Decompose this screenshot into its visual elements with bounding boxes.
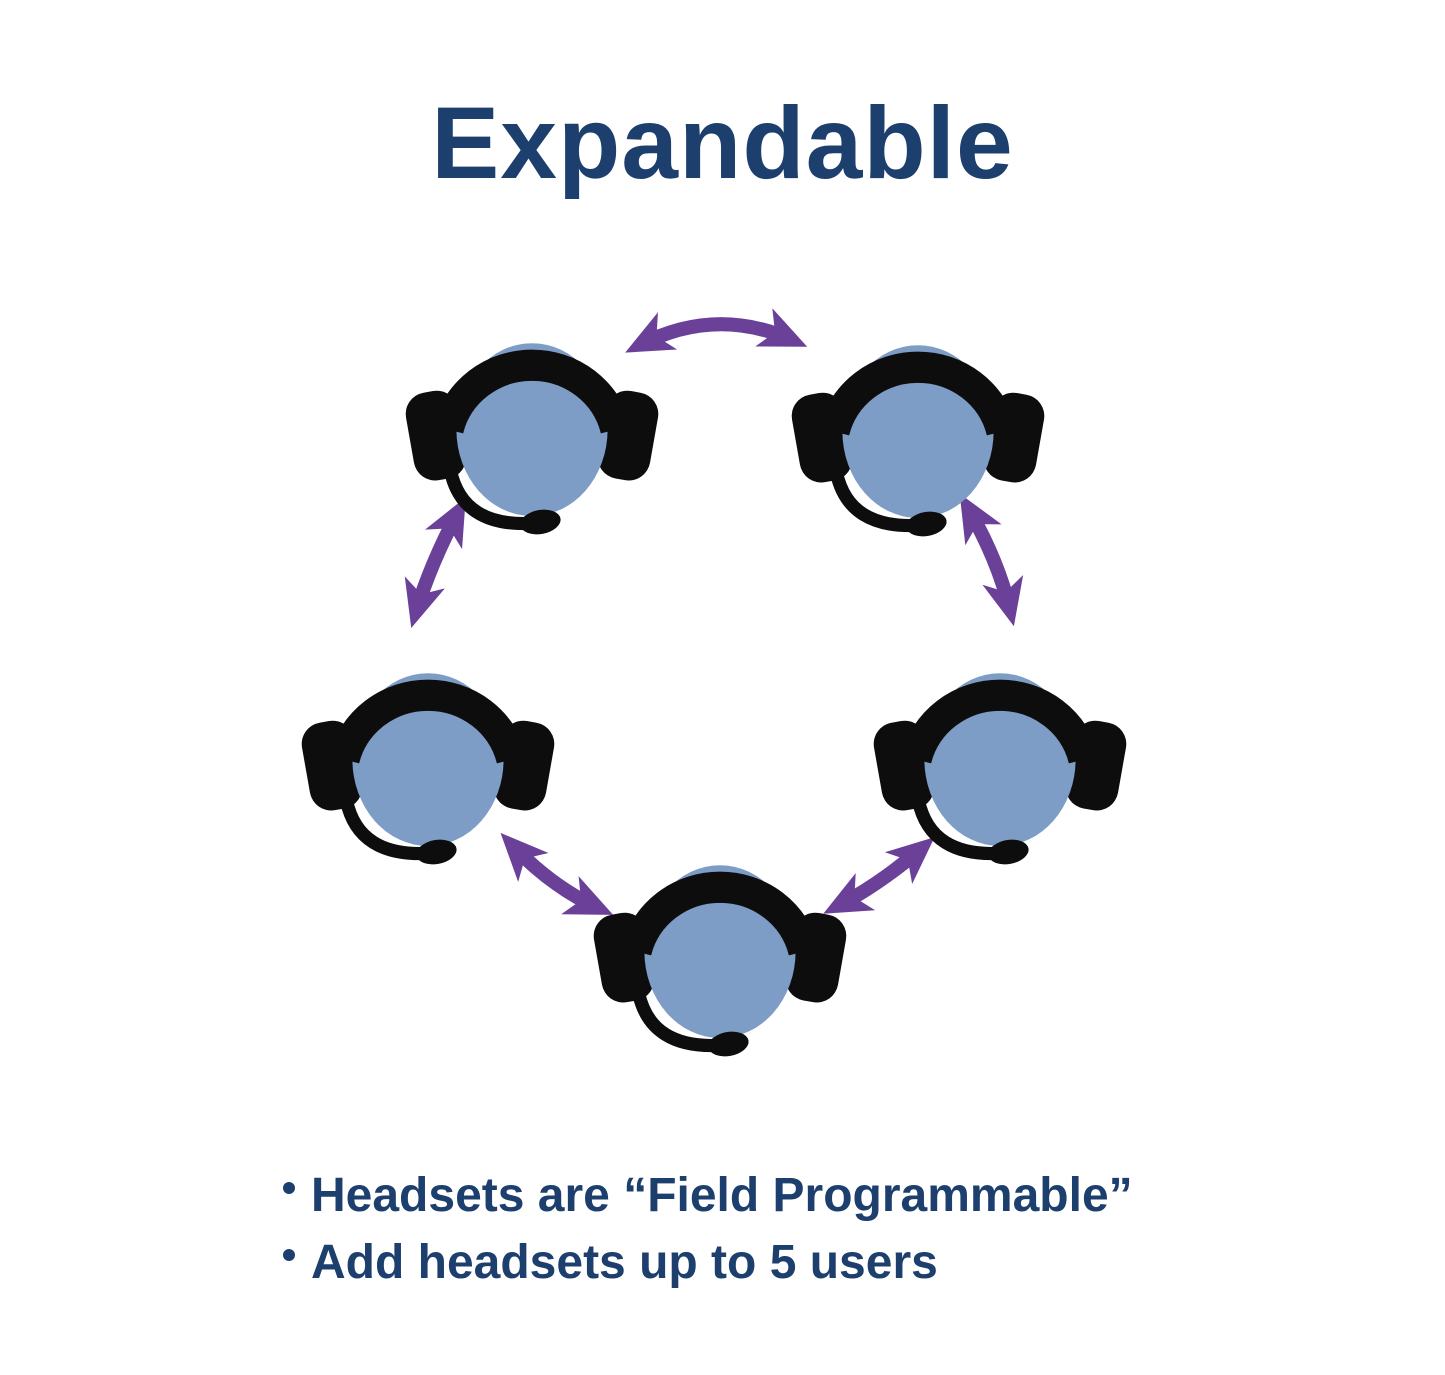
headset-left-icon	[298, 673, 557, 867]
headset-bottom-icon	[590, 865, 849, 1059]
bullet-text: Add headsets up to 5 users	[311, 1236, 938, 1290]
arrow-top-left-top-right-icon	[625, 308, 808, 353]
page-title: Expandable	[431, 86, 1014, 200]
headset-top-right-icon	[788, 345, 1047, 539]
arrow-left-bottom-icon	[500, 832, 614, 915]
bullet-dot-icon	[283, 1249, 295, 1262]
bullet-dot-icon	[283, 1182, 295, 1194]
headset-right-icon	[870, 673, 1129, 867]
headset-top-left-icon	[402, 343, 661, 537]
bullet-list: Headsets are “Field Programmable” Add he…	[283, 1162, 1133, 1296]
bullet-item: Add headsets up to 5 users	[283, 1229, 1133, 1296]
arrow-top-right-right-icon	[959, 493, 1024, 627]
arrow-top-left-left-icon	[404, 497, 466, 628]
arrow-bottom-right-icon	[823, 837, 935, 914]
bullet-text: Headsets are “Field Programmable”	[311, 1169, 1133, 1222]
bullet-item: Headsets are “Field Programmable”	[283, 1162, 1133, 1229]
arrow-group	[404, 308, 1024, 915]
